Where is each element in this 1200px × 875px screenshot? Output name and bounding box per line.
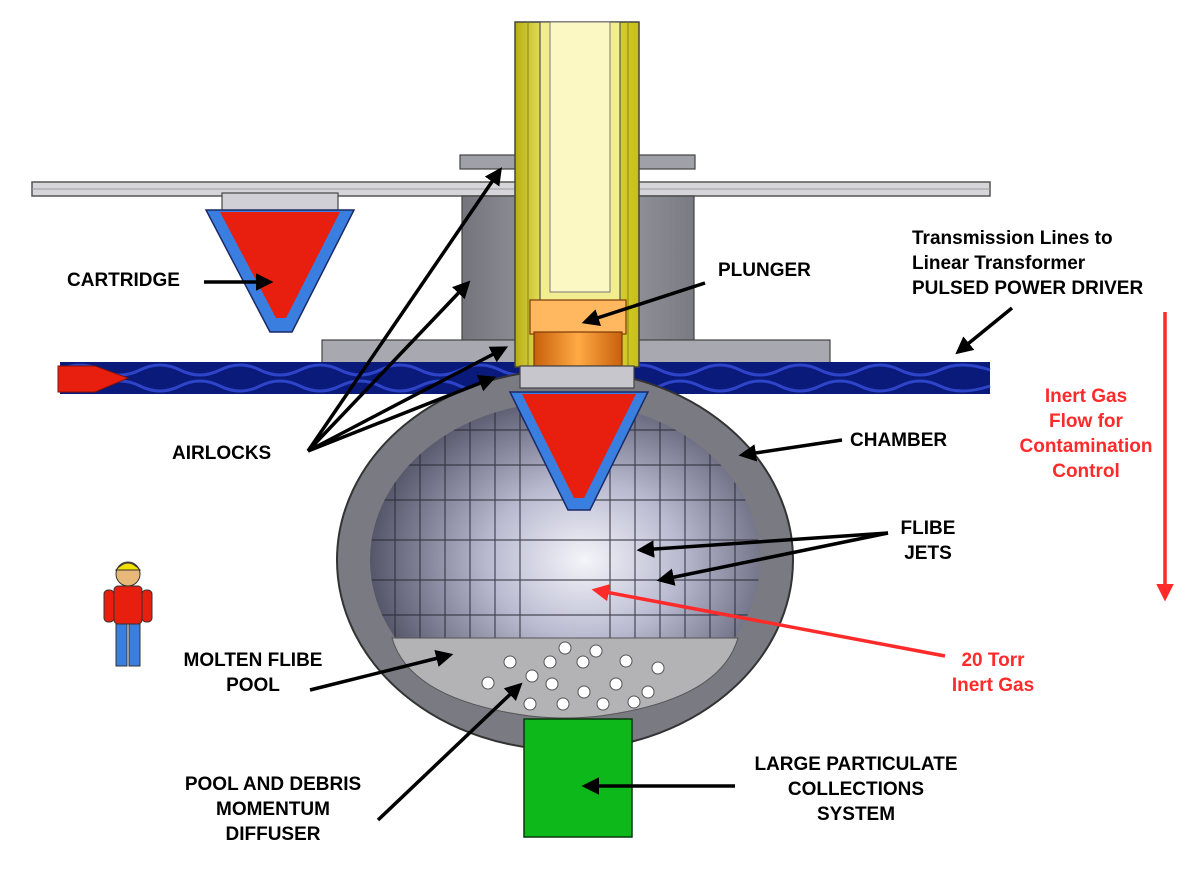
arrow-airlock-2 (306, 280, 471, 453)
arrow-airlock-3 (307, 346, 509, 453)
label-transmission: Transmission Lines to Linear Transformer… (912, 228, 1144, 299)
collection-box (523, 718, 633, 838)
arrow-plunger (581, 281, 706, 326)
arrow-diffuser (376, 682, 523, 822)
worker-figure (103, 561, 153, 667)
label-chamber: CHAMBER (850, 430, 948, 451)
arrow-jets-2 (656, 531, 889, 586)
arrow-transmission (955, 306, 1014, 355)
label-inert-gas-flow: Inert Gas Flow for Contamination Control (1019, 386, 1153, 482)
pool-droplets (481, 641, 665, 711)
plunger (519, 299, 635, 389)
label-diffuser: POOL AND DEBRIS MOMENTUM DIFFUSER (184, 774, 362, 845)
label-cartridge: CARTRIDGE (67, 270, 180, 291)
label-airlocks: AIRLOCKS (172, 443, 272, 464)
arrow-jets-1 (636, 531, 889, 558)
arrow-chamber (738, 438, 843, 462)
label-flibe-jets: FLIBE JETS (900, 518, 956, 564)
arrow-20-torr (591, 583, 946, 658)
label-plunger: PLUNGER (718, 260, 811, 281)
label-molten-pool: MOLTEN FLIBE POOL (183, 650, 323, 696)
annotation-arrows (204, 167, 1014, 822)
cartridge (204, 192, 356, 333)
label-20-torr: 20 Torr Inert Gas (951, 650, 1035, 696)
top-rail (31, 181, 991, 197)
label-collection: LARGE PARTICULATE COLLECTIONS SYSTEM (754, 754, 958, 825)
arrow-airlock-4 (307, 374, 497, 453)
cartridge-in-chamber (508, 391, 650, 511)
arrow-pool (309, 649, 454, 692)
arrow-airlock-1 (306, 167, 502, 452)
red-arrows (591, 312, 1174, 658)
